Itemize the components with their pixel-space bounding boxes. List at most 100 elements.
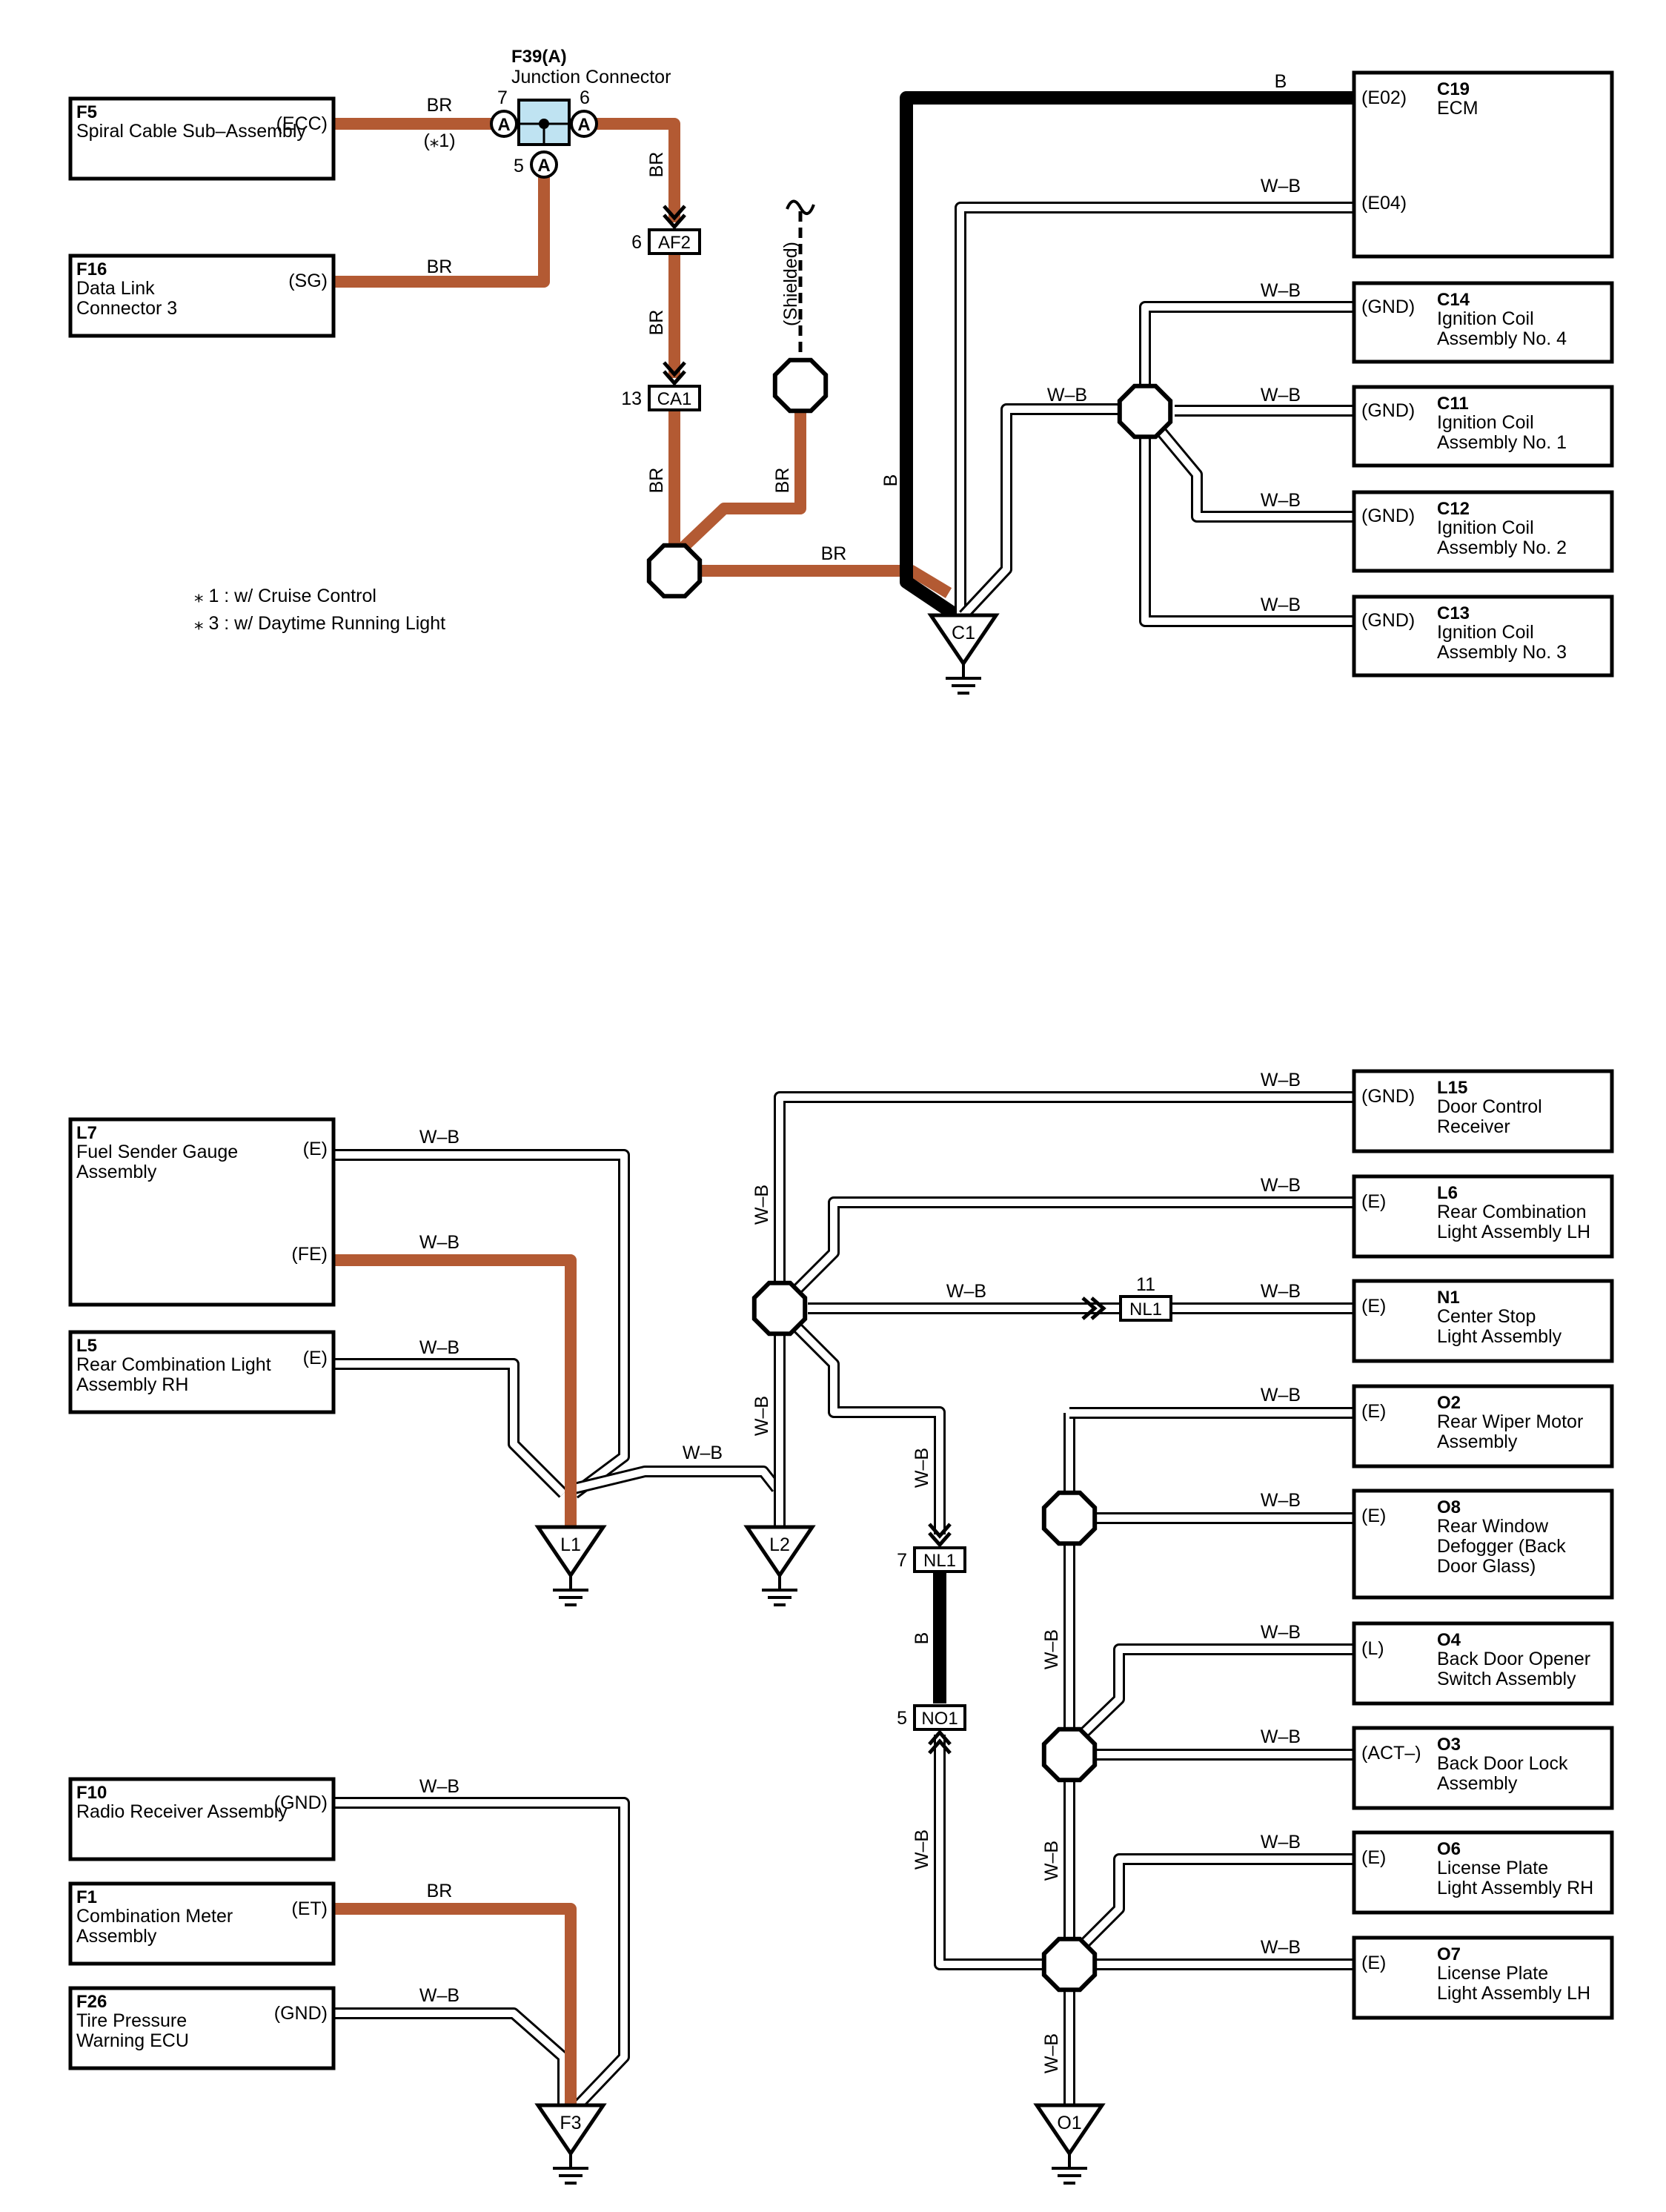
connector-box xyxy=(913,1546,966,1573)
component-name: Assembly No. 4 xyxy=(1437,328,1567,349)
component-box xyxy=(1352,1726,1614,1810)
component-name: Connector 3 xyxy=(76,298,177,319)
wire-color-label: W–B xyxy=(419,1127,459,1148)
wire-color-label: BR xyxy=(772,468,793,494)
connector-arrow xyxy=(928,1729,952,1755)
wire-color-label: W–B xyxy=(1261,1490,1301,1511)
wire-color-label: W–B xyxy=(912,1448,932,1488)
wire-wb-node-l6 xyxy=(789,1196,1354,1298)
wire-br-f1-f3 xyxy=(333,1903,577,2105)
wire-wb-l7-l1 xyxy=(333,1149,630,1499)
component-code: C11 xyxy=(1437,394,1469,414)
component-box xyxy=(1352,1279,1614,1363)
wire-color-label: W–B xyxy=(1261,1281,1301,1302)
ground-triangle xyxy=(927,613,1000,667)
inline-connector-ca1: CA1 13 xyxy=(621,361,701,411)
component-name: Fuel Sender Gauge xyxy=(76,1142,238,1162)
component-code: L15 xyxy=(1437,1078,1467,1098)
connector-box xyxy=(648,228,701,255)
wire-color-label: W–B xyxy=(1047,385,1087,405)
note-drl: ⁎ 3 : w/ Daytime Running Light xyxy=(194,613,445,634)
wire-br-l7-l1 xyxy=(333,1254,577,1527)
component-name: Back Door Lock xyxy=(1437,1753,1568,1774)
connector-label: NL1 xyxy=(1129,1299,1162,1319)
component-pin: (E) xyxy=(1361,1847,1386,1868)
connector-box xyxy=(1119,1295,1172,1322)
ground-triangle xyxy=(534,1525,607,1579)
component-name: Defogger (Back xyxy=(1437,1536,1566,1557)
ground-triangle xyxy=(534,2103,607,2157)
wire-note-cruise: (⁎1) xyxy=(423,130,455,151)
component-name: Ignition Coil xyxy=(1437,412,1534,433)
component-name: Door Glass) xyxy=(1437,1556,1536,1577)
connector-label: CA1 xyxy=(657,389,692,409)
component-name: Ignition Coil xyxy=(1437,622,1534,643)
component-box xyxy=(1352,595,1614,678)
component-box xyxy=(68,1330,336,1414)
junction-pin-a-bottom: A xyxy=(537,156,550,176)
wire-color-label: W–B xyxy=(946,1281,986,1302)
component-name: Light Assembly xyxy=(1437,1326,1562,1347)
ground-label: F3 xyxy=(560,2113,581,2133)
component-name: Ignition Coil xyxy=(1437,308,1534,329)
component-box xyxy=(68,1986,336,2070)
splice-node-o7 xyxy=(1041,1936,1098,1993)
component-code: F10 xyxy=(76,1783,107,1803)
component-pin: (ET) xyxy=(291,1898,328,1919)
component-code: F16 xyxy=(76,259,107,279)
connector-pin: 5 xyxy=(897,1708,907,1729)
wire-color-label: B xyxy=(880,474,901,487)
junction-connector xyxy=(490,99,598,179)
component-name: License Plate xyxy=(1437,1858,1548,1878)
connector-pin: 13 xyxy=(621,388,642,409)
wire-wb-c1-node xyxy=(959,403,1123,620)
component-name: Rear Window xyxy=(1437,1516,1549,1537)
component-pin: (GND) xyxy=(1361,400,1415,421)
wire-color-label: W–B xyxy=(1261,1832,1301,1852)
ground-o1: O1 xyxy=(1033,2103,1106,2185)
component-code: F1 xyxy=(76,1887,97,1907)
component-box xyxy=(68,1881,336,1966)
component-pin: (E) xyxy=(1361,1296,1386,1317)
component-code: C14 xyxy=(1437,290,1470,310)
junction-pin-7: 7 xyxy=(497,87,508,108)
component-code: O3 xyxy=(1437,1735,1461,1755)
wire-color-label: W–B xyxy=(419,1985,459,2006)
component-code: N1 xyxy=(1437,1288,1460,1308)
wire-color-label: W–B xyxy=(1261,1937,1301,1958)
component-name: Assembly RH xyxy=(76,1374,188,1395)
wire-color-label: W–B xyxy=(1261,1175,1301,1196)
wire-color-label: BR xyxy=(427,95,453,116)
component-box xyxy=(1352,70,1614,259)
connector-pin: 7 xyxy=(897,1550,907,1571)
component-pin: (FE) xyxy=(291,1244,328,1265)
ground-triangle xyxy=(1033,2103,1106,2157)
component-pin: (SG) xyxy=(288,271,328,291)
component-pin: (GND) xyxy=(274,2003,328,2024)
component-name: Assembly xyxy=(76,1162,157,1182)
component-pin: (GND) xyxy=(274,1792,328,1813)
ground-l1: L1 xyxy=(534,1525,607,1606)
component-code: O4 xyxy=(1437,1630,1461,1650)
junction-pin-a-right: A xyxy=(577,115,590,135)
wire-wb-node-nl1-down xyxy=(789,1319,946,1534)
wire-wb-l5-l1 xyxy=(333,1358,568,1498)
connector-arrow xyxy=(928,1523,952,1548)
wire-color-label: BR xyxy=(646,152,667,178)
wire-color-label: W–B xyxy=(1261,280,1301,301)
component-code: C12 xyxy=(1437,499,1470,519)
wire-wb-c1-e04 xyxy=(955,202,1354,615)
component-name: Assembly xyxy=(1437,1431,1518,1452)
wire-br-junction-af2 xyxy=(584,118,680,222)
wire-color-label: BR xyxy=(427,1881,453,1901)
wire-color-label: BR xyxy=(646,310,667,336)
wire-wb-node-c12 xyxy=(1155,425,1354,523)
